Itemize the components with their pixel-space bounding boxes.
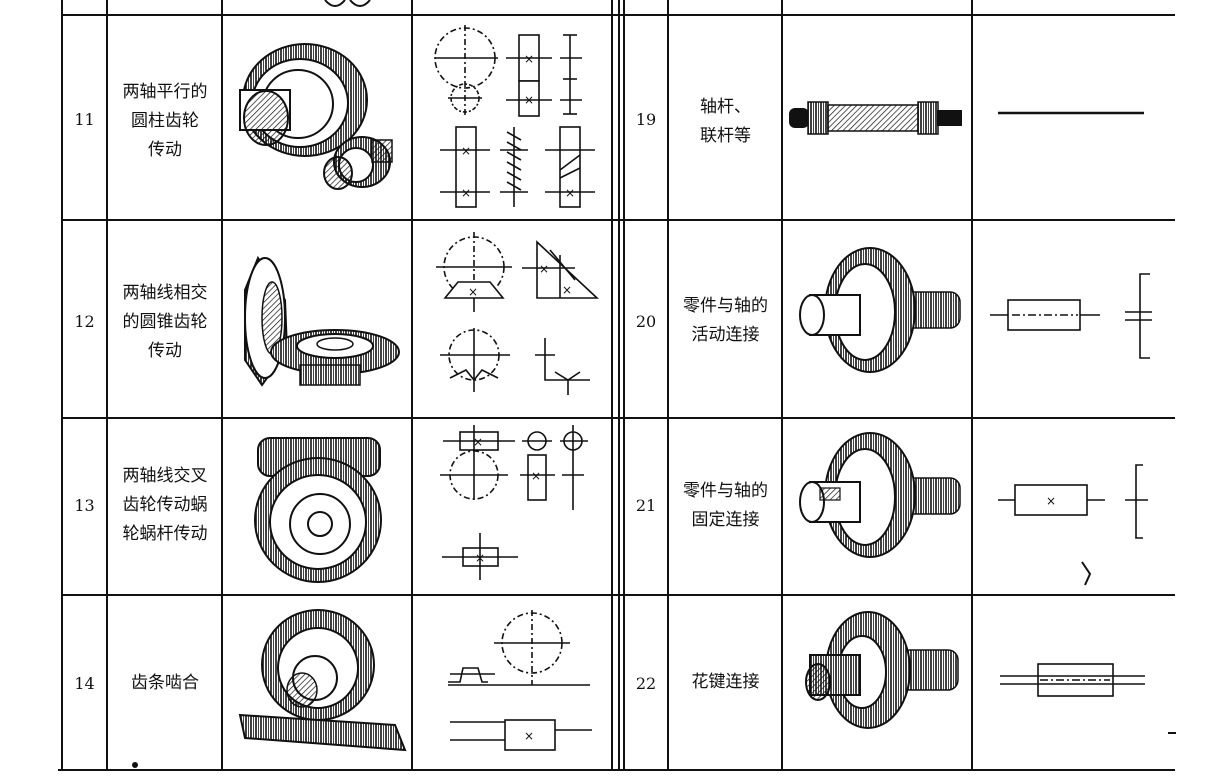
svg-text:×: × xyxy=(531,469,541,483)
svg-text:×: × xyxy=(461,144,471,158)
bevel-gear-symbols: × × × xyxy=(436,232,600,395)
row-11-name: 两轴平行的 圆柱齿轮 传动 xyxy=(122,82,208,160)
scan-mark-icon xyxy=(1081,561,1092,586)
row-11-number: 11 xyxy=(74,110,95,129)
shaft-drawing xyxy=(789,101,962,135)
spline-symbol xyxy=(1000,663,1145,697)
worm-gear-drawing xyxy=(254,437,382,583)
svg-text:×: × xyxy=(524,52,534,66)
loose-part-symbol xyxy=(990,273,1152,359)
row-21-number: 21 xyxy=(635,496,657,515)
svg-text:×: × xyxy=(468,285,478,299)
stray-dot-icon xyxy=(132,762,138,768)
spur-gear-pair-drawing xyxy=(239,43,393,190)
top-remnant-gear-icon xyxy=(324,0,371,7)
fixed-part-on-shaft-drawing xyxy=(799,432,961,558)
row-19-number: 19 xyxy=(635,110,657,129)
svg-text:×: × xyxy=(562,283,572,297)
svg-text:×: × xyxy=(524,93,534,107)
svg-text:×: × xyxy=(565,186,575,200)
row-20-number: 20 xyxy=(635,312,657,331)
svg-text:×: × xyxy=(524,729,534,743)
worm-gear-symbols: × × × xyxy=(440,425,588,580)
rack-and-pinion-drawing xyxy=(238,609,407,752)
row-14-name: 齿条啮合 xyxy=(131,673,199,693)
svg-text:×: × xyxy=(473,435,483,449)
svg-text:×: × xyxy=(475,551,485,565)
row-19-name: 轴杆、 联杆等 xyxy=(700,97,751,146)
row-12-number: 12 xyxy=(74,312,95,331)
row-21-name: 零件与轴的 固定连接 xyxy=(683,481,768,530)
row-20-name: 零件与轴的 活动连接 xyxy=(683,296,768,345)
row-22-number: 22 xyxy=(635,674,657,693)
row-22-name: 花键连接 xyxy=(691,672,760,692)
row-14-number: 14 xyxy=(74,674,95,693)
fixed-part-symbol: × xyxy=(998,464,1148,539)
rack-and-pinion-symbols: × xyxy=(448,610,592,751)
bevel-gear-pair-drawing xyxy=(244,255,400,387)
svg-text:×: × xyxy=(539,262,549,276)
row-13-name: 两轴线交叉 齿轮传动蜗 轮蜗杆传动 xyxy=(122,466,208,544)
loose-part-on-shaft-drawing xyxy=(799,247,961,373)
spur-gear-symbols: × × × × × xyxy=(434,25,595,208)
row-13-number: 13 xyxy=(74,496,95,515)
spline-connection-drawing xyxy=(805,611,959,729)
svg-text:×: × xyxy=(1046,494,1056,508)
row-12-name: 两轴线相交 的圆锥齿轮 传动 xyxy=(122,283,208,361)
svg-text:×: × xyxy=(461,186,471,200)
